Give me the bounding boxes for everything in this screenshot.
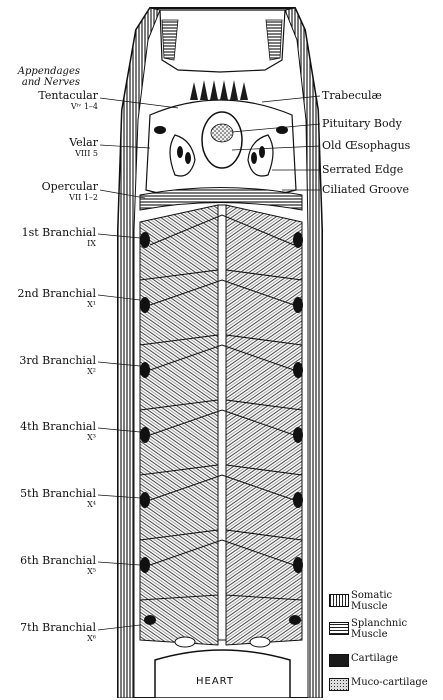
legend-somatic-muscle: Somatic Muscle bbox=[329, 590, 441, 616]
branchial-nerve: X⁶ bbox=[2, 634, 96, 643]
velar-text: Velar bbox=[69, 136, 98, 149]
label-pituitary-body: Pituitary Body bbox=[322, 118, 402, 130]
branchial-nerve: X² bbox=[2, 367, 96, 376]
head-hood bbox=[160, 10, 285, 72]
somatic-muscle-swatch bbox=[329, 594, 349, 607]
muco-cartilage-swatch bbox=[329, 678, 349, 691]
label-serrated-edge: Serrated Edge bbox=[322, 164, 403, 176]
appendages-heading: Appendages and Nerves bbox=[2, 66, 80, 88]
label-branchial-6: 6th Branchial X⁵ bbox=[2, 555, 96, 576]
branchial-nerve: IX bbox=[2, 239, 96, 248]
heading-line-2: and Nerves bbox=[22, 77, 80, 88]
branchial-name: 4th Branchial bbox=[20, 420, 96, 433]
branchial-name: 1st Branchial bbox=[22, 226, 96, 239]
legend-line-1: Splanchnic bbox=[351, 618, 407, 629]
tentacular-nerve: Vⁱᵛ 1–4 bbox=[2, 102, 98, 111]
label-opercular: Opercular VII 1–2 bbox=[2, 181, 98, 202]
heart-shape bbox=[155, 650, 290, 698]
legend-splanchnic-muscle: Splanchnic Muscle bbox=[329, 618, 441, 644]
label-trabeculae: Trabeculæ bbox=[322, 90, 382, 102]
heart-label: HEART bbox=[196, 676, 234, 688]
legend-muco-cartilage: Muco-cartilage bbox=[329, 674, 441, 700]
central-raphe bbox=[218, 205, 226, 640]
label-branchial-5: 5th Branchial X⁴ bbox=[2, 488, 96, 509]
branchial-name: 6th Branchial bbox=[20, 554, 96, 567]
legend-line-1: Muco-cartilage bbox=[351, 677, 428, 688]
branchial-name: 5th Branchial bbox=[20, 487, 96, 500]
label-branchial-2: 2nd Branchial X¹ bbox=[2, 288, 96, 309]
branchial-name: 2nd Branchial bbox=[18, 287, 96, 300]
branchial-nerve: X⁴ bbox=[2, 500, 96, 509]
cartilage-swatch bbox=[329, 654, 349, 667]
label-old-oesophagus: Old Œsophagus bbox=[322, 140, 410, 152]
branchial-nerve: X³ bbox=[2, 433, 96, 442]
legend-line-1: Somatic bbox=[351, 590, 392, 601]
branchial-name: 3rd Branchial bbox=[19, 354, 96, 367]
label-tentacular: Tentacular Vⁱᵛ 1–4 bbox=[2, 90, 98, 111]
velar-nerve: VIII 5 bbox=[2, 149, 98, 158]
legend-text: Splanchnic Muscle bbox=[351, 618, 407, 640]
label-branchial-3: 3rd Branchial X² bbox=[2, 355, 96, 376]
legend-cartilage: Cartilage bbox=[329, 650, 441, 676]
branchial-name: 7th Branchial bbox=[20, 621, 96, 634]
splanchnic-muscle-swatch bbox=[329, 622, 349, 635]
label-velar: Velar VIII 5 bbox=[2, 137, 98, 158]
label-branchial-7: 7th Branchial X⁶ bbox=[2, 622, 96, 643]
branchial-nerve: X¹ bbox=[2, 300, 96, 309]
tentacular-text: Tentacular bbox=[38, 89, 98, 102]
opercular-text: Opercular bbox=[42, 180, 98, 193]
pituitary-core bbox=[211, 124, 233, 142]
opercular-nerve: VII 1–2 bbox=[2, 193, 98, 202]
label-branchial-1: 1st Branchial IX bbox=[2, 227, 96, 248]
label-branchial-4: 4th Branchial X³ bbox=[2, 421, 96, 442]
legend-line-2: Muscle bbox=[351, 629, 388, 640]
heading-line-1: Appendages bbox=[18, 66, 80, 77]
legend-text: Somatic Muscle bbox=[351, 590, 392, 612]
branchial-nerve: X⁵ bbox=[2, 567, 96, 576]
legend-line-2: Muscle bbox=[351, 601, 388, 612]
label-ciliated-groove: Ciliated Groove bbox=[322, 184, 409, 196]
legend-line-1: Cartilage bbox=[351, 653, 398, 664]
